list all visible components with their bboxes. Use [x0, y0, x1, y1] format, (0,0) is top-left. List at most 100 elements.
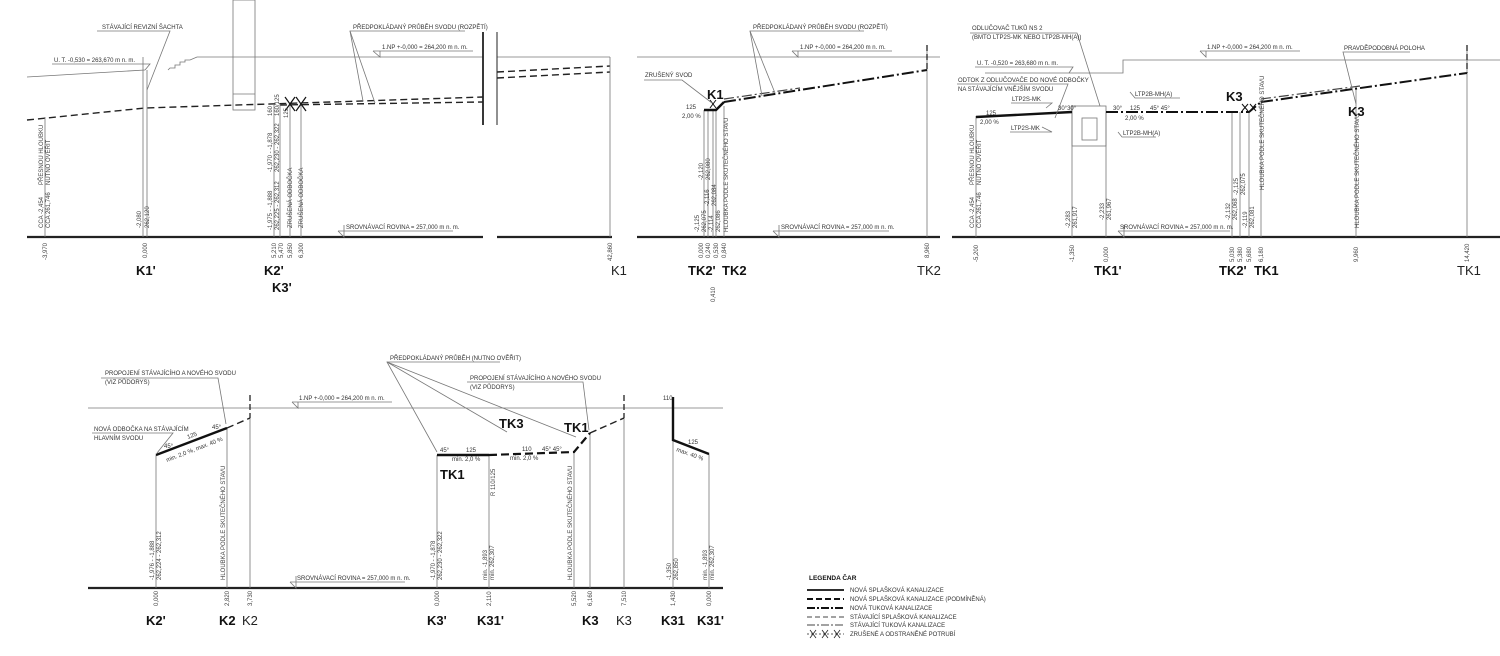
fitting-angles: 45° 45°: [1150, 106, 1170, 112]
datum-marker-icon: [289, 576, 297, 589]
station: 5,380: [1238, 246, 1244, 262]
existing-sewer-pipe: [496, 65, 611, 73]
level-marker-icon: [291, 401, 299, 409]
station: 1,430: [671, 590, 677, 606]
node-label: K3': [427, 613, 447, 628]
separator-inner: [1081, 117, 1098, 141]
leader: [349, 30, 465, 102]
legend-item: NOVÁ TUKOVÁ KANALIZACE: [850, 605, 932, 612]
node-label: TK2': [1219, 263, 1247, 278]
elevation-value: 262,080: [706, 158, 712, 180]
depth-note: PŘESNOU HLOUBKU: [37, 125, 45, 185]
ltp2s-label: LTP2S-MK: [1012, 97, 1041, 103]
fitting-angle: 45°: [212, 425, 222, 431]
pipe-diameter: 160: [268, 105, 274, 116]
fitting-angle: 45°: [164, 444, 174, 450]
pipe-diameter: 125: [686, 105, 697, 111]
elevation-value: min. 262,307: [490, 545, 496, 580]
node-label: K31': [697, 613, 724, 628]
leader: [749, 30, 776, 94]
elevation-value: 261,917: [1073, 206, 1079, 228]
reducer-label: R 110/125: [491, 468, 497, 496]
elevation-value: 262,850: [674, 558, 680, 580]
cancelled-branch-label: ZRUŠENÁ ODBOČKA: [287, 168, 294, 228]
node-label: K1': [136, 263, 156, 278]
legend-item: NOVÁ SPLAŠKOVÁ KANALIZACE: [850, 587, 944, 594]
leader: [749, 30, 864, 97]
elevation-value: 262,075: [1241, 173, 1247, 195]
node-label: TK2: [917, 263, 941, 278]
existing-shaft-label: STÁVAJÍCÍ REVIZNÍ ŠACHTA: [102, 24, 183, 31]
legend-item: STÁVAJÍCÍ SPLAŠKOVÁ KANALIZACE: [850, 614, 957, 621]
leader: [957, 83, 1069, 119]
station-lines: [975, 45, 1468, 237]
node-label: TK2: [722, 263, 747, 278]
node-label-k1: K1: [707, 87, 724, 102]
level-marker-icon: [791, 50, 799, 58]
profile-k2-k3-k31: PROPOJENÍ STÁVAJÍCÍHO A NOVÉHO SVODU (VI…: [88, 354, 724, 628]
node-label: K3: [582, 613, 599, 628]
station-lines: [703, 45, 928, 237]
floor-level-label: 1.NP +-0,000 = 264,200 m n. m.: [382, 45, 468, 51]
pipe-diameter: 125: [688, 440, 699, 446]
station: 5,520: [572, 590, 578, 606]
cancelled-branch-label: ZRUŠENÁ ODBOČKA: [298, 168, 305, 228]
leader: [644, 79, 713, 104]
fitting-angles: 45° 45°: [542, 447, 562, 453]
pipe-diameter: 125: [1130, 106, 1141, 112]
pipe-slope: 2,00 %: [682, 114, 701, 120]
station: 2,820: [225, 590, 231, 606]
station: 5,210: [272, 242, 278, 258]
elevation-value: -1,970 - -1,878: [268, 132, 274, 172]
legend-item: ZRUŠENÉ A ODSTRANĚNÉ POTRUBÍ: [850, 630, 956, 638]
assumed-route-label: PŘEDPOKLÁDANÝ PRŮBĚH SVODU (ROZPĚTÍ): [353, 23, 488, 31]
station: 6,160: [588, 590, 594, 606]
profile-tk2: ZRUŠENÝ SVOD K1 125 2,00 % PŘEDPOKLÁDANÝ…: [637, 23, 941, 302]
station: 0,410: [711, 286, 717, 302]
leader: [92, 432, 174, 454]
station: 5,850: [288, 242, 294, 258]
existing-grease-pipe: [1260, 72, 1468, 103]
node-label: K31: [661, 613, 685, 628]
elevation-value: min. -1,893: [483, 549, 489, 580]
depth-actual-label: HLOUBKA PODLE SKUTEČNÉHO STAVU: [1354, 114, 1361, 228]
depth-note: PŘESNOU HLOUBKU: [968, 125, 976, 185]
conditional-pipe: [488, 432, 591, 457]
node-label-k3: K3: [1348, 104, 1365, 119]
station: 9,960: [1354, 246, 1360, 262]
elevation-value: CCA -2,454: [39, 196, 45, 228]
fitting-angle: 45°: [440, 448, 450, 454]
new-branch-label: HLAVNÍM SVODU: [94, 435, 143, 442]
station: 6,180: [1259, 246, 1265, 262]
existing-pipe: [226, 417, 251, 429]
station: 0,240: [706, 242, 712, 258]
station-lines: [155, 418, 710, 588]
elevation-value: -1,970 - -1,878: [431, 540, 437, 580]
station: 0,000: [699, 242, 705, 258]
terrain-floor-line: [985, 59, 1500, 74]
node-label-tk1: TK1: [440, 467, 465, 482]
node-label-tk1: TK1: [564, 420, 589, 435]
elevation-value: 262,068: [1233, 198, 1239, 220]
elevation-value: CCA 261,746: [977, 192, 983, 228]
node-label: K31': [477, 613, 504, 628]
grease-separator: [1071, 105, 1107, 147]
datum-label: SROVNÁVACÍ ROVINA = 257,000 m n. m.: [297, 575, 411, 582]
elevation-value: -2,080: [137, 210, 143, 228]
legend-item: STÁVAJÍCÍ TUKOVÁ KANALIZACE: [850, 622, 945, 629]
station-lines: [44, 57, 611, 237]
elevation-value: -1,976 - -1,888: [150, 540, 156, 580]
node-label: K3': [272, 280, 292, 295]
datum-label: SROVNÁVACÍ ROVINA = 257,000 m n. m.: [1120, 224, 1234, 231]
station: 0,000: [1104, 246, 1110, 262]
connection-label: (VIZ PŮDORYS): [470, 384, 515, 391]
existing-sewer-pipe: [26, 96, 484, 121]
pipe-diameter: 110: [663, 396, 673, 402]
station: -3,970: [43, 242, 49, 260]
elevation-value: CCA -2,454: [970, 196, 976, 228]
leader: [1129, 91, 1180, 99]
leader: [52, 63, 151, 71]
station: 0,000: [435, 590, 441, 606]
depth-actual-label: HLOUBKA PODLE SKUTEČNÉHO STAVU: [567, 466, 574, 580]
leader: [386, 361, 577, 438]
